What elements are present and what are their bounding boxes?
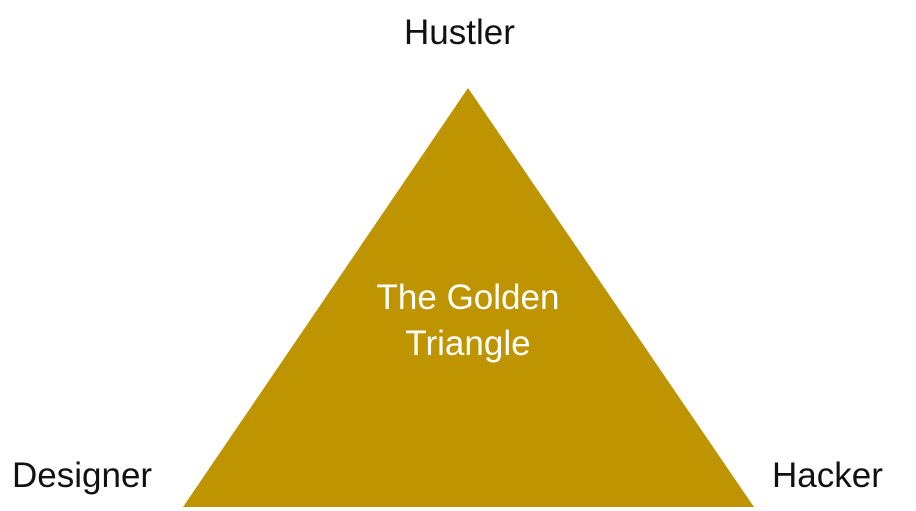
designer-label: Designer (12, 456, 153, 495)
triangle-title-line-2: Triangle (405, 324, 531, 363)
triangle-title-line-1: The Golden (376, 278, 560, 317)
hacker-label: Hacker (772, 456, 883, 495)
golden-triangle-shape (183, 88, 754, 507)
hustler-label: Hustler (404, 13, 515, 52)
